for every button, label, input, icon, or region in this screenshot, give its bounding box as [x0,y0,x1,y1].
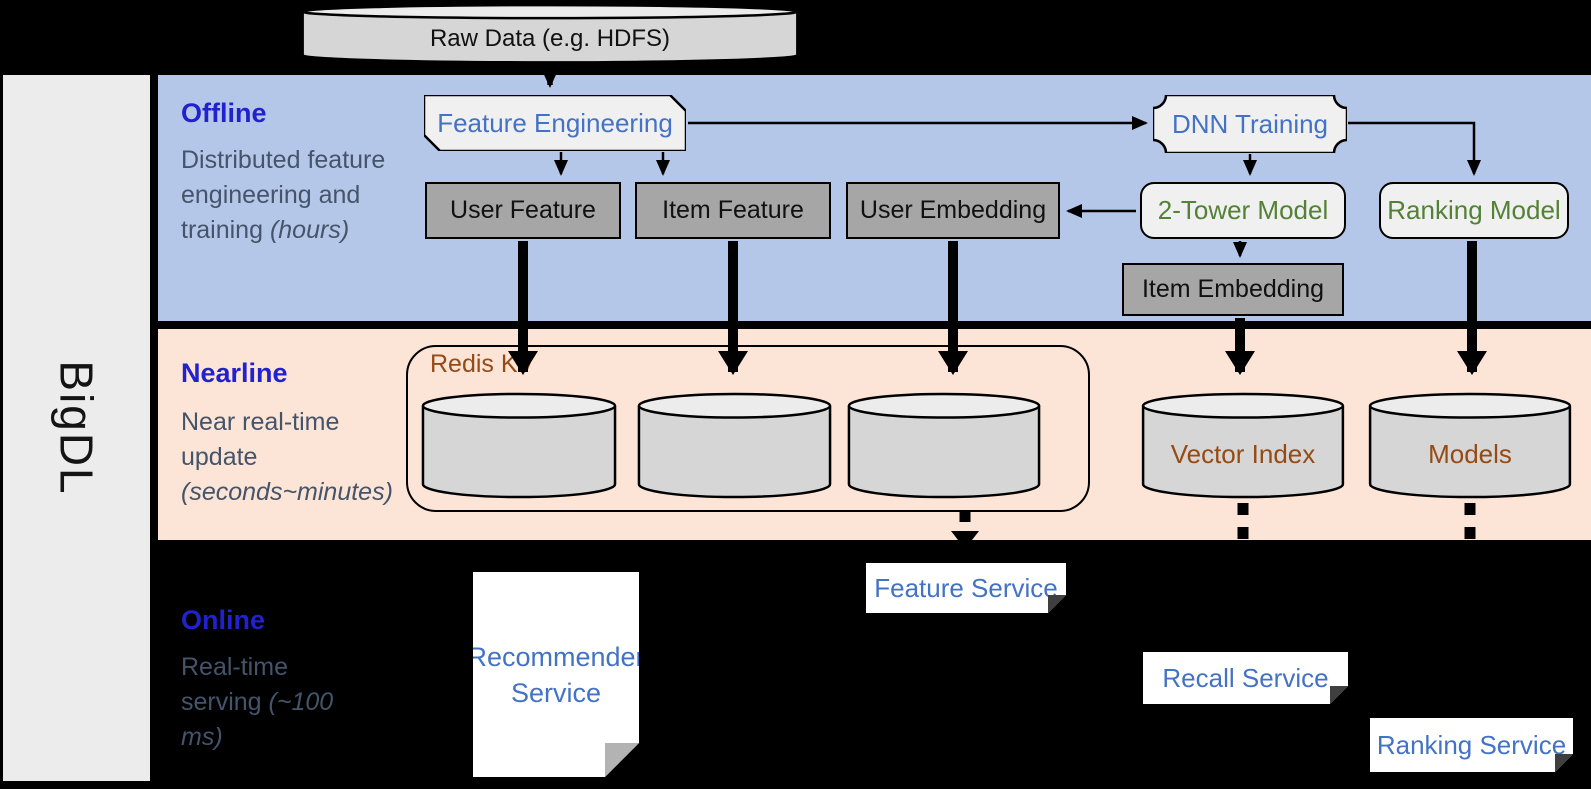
offline-section-description: Distributed feature engineering and trai… [181,146,386,244]
ranking-model-node: Ranking Model [1379,182,1569,239]
feature-engineering-node: Feature Engineering [422,93,688,153]
recommender-service-label: Recommender Service [467,641,645,708]
ranking-model-label: Ranking Model [1387,195,1561,225]
item-embedding-label: Item Embedding [1141,275,1325,303]
redis-kv-label: Redis KV [430,350,535,378]
recall-service-label: Recall Service [1162,662,1329,693]
redis-cylinder-2-icon [636,392,833,500]
raw-data-label: Raw Data (e.g. HDFS) [429,25,671,52]
document-fold-icon [1048,595,1066,613]
two-tower-model-label: 2-Tower Model [1157,195,1329,225]
raw-data-cylinder-icon: Raw Data (e.g. HDFS) [295,4,805,64]
item-feature-label: Item Feature [662,196,804,224]
bigdl-sidebar: BigDL [3,75,150,781]
user-feature-node: User Feature [425,182,621,239]
item-feature-node: Item Feature [635,182,831,239]
offline-section-label: Offline [181,98,267,128]
user-feature-label: User Feature [450,196,596,224]
recommender-service-node: Recommender Service [473,572,639,777]
user-embedding-label: User Embedding [859,196,1047,224]
document-fold-icon [605,743,639,777]
feature-service-node: Feature Service [866,563,1066,613]
feature-service-label: Feature Service [874,572,1058,603]
online-section-label: Online [181,605,266,635]
dnn-training-label: DNN Training [1171,108,1329,139]
recall-service-node: Recall Service [1143,652,1348,704]
dnn-training-node: DNN Training [1151,93,1349,155]
nearline-section-description: Near real-time update (seconds~minutes) [181,408,393,506]
nearline-section-label: Nearline [181,358,288,388]
models-label: Models [1428,438,1512,469]
online-section-description: Real-time serving (~100 ms) [181,653,334,751]
user-embedding-node: User Embedding [846,182,1060,239]
item-embedding-node: Item Embedding [1122,263,1344,316]
redis-cylinder-1-icon [420,392,618,500]
document-fold-icon [1330,686,1348,704]
models-cylinder: Models [1367,392,1573,500]
feature-engineering-label: Feature Engineering [437,107,673,138]
vector-index-label: Vector Index [1170,438,1316,469]
document-fold-icon [1555,754,1573,772]
redis-kv-group [406,345,1090,512]
bigdl-brand-label: BigDL [50,360,103,496]
ranking-service-label: Ranking Service [1376,729,1567,760]
two-tower-model-node: 2-Tower Model [1140,182,1346,239]
vector-index-cylinder: Vector Index [1140,392,1346,500]
redis-cylinder-3-icon [846,392,1042,500]
ranking-service-node: Ranking Service [1370,718,1573,772]
